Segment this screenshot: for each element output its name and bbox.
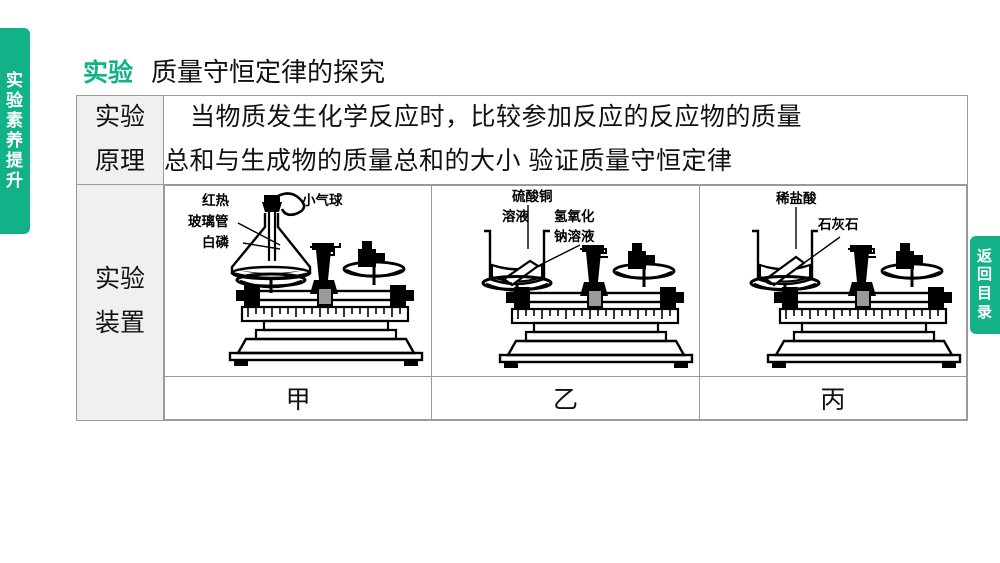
right-tab-char: 录 [976,303,993,321]
label-jia-2: 白磷 [202,234,229,250]
apparatus-inner-table: 红热 玻璃管 白磷 小气球 [163,184,968,420]
left-tab-char: 实 [6,70,24,90]
apparatus-cell-jia: 红热 玻璃管 白磷 小气球 [163,184,433,377]
label-bing-0: 稀盐酸 [776,190,817,206]
row-header-apparatus: 实验 装置 [76,183,164,421]
left-tab-char: 提 [6,151,24,171]
label-jia-1: 玻璃管 [188,213,229,229]
experiment-table: 实验 原理 当物质发生化学反应时，比较参加反应的反应物的质量 总和与生成物的质量… [76,95,968,421]
label-yi-3: 钠溶液 [554,228,595,244]
left-tab-char: 素 [6,110,24,130]
row-header-principle: 实验 原理 [76,95,164,185]
principle-line-1: 当物质发生化学反应时，比较参加反应的反应物的质量 [190,103,803,131]
return-to-contents-tab[interactable]: 返 回 目 录 [970,236,1000,334]
apparatus-diagram-jia: 红热 玻璃管 白磷 小气球 [188,192,424,366]
label-jia-3: 小气球 [302,192,343,208]
apparatus-caption-bing: 丙 [698,375,968,420]
label-jia-0: 红热 [202,192,229,208]
principle-content: 当物质发生化学反应时，比较参加反应的反应物的质量 总和与生成物的质量总和的大小 … [163,95,968,185]
label-yi-0: 硫酸铜 [512,188,553,204]
row-header-principle-line2: 原理 [94,146,145,175]
left-tab-char: 养 [6,131,24,150]
row-header-apparatus-line2: 装置 [94,309,145,337]
label-yi-2: 氢氧化 [554,208,595,224]
apparatus-grid: 红热 玻璃管 白磷 小气球 [163,183,968,421]
right-tab-char: 目 [976,285,993,302]
apparatus-figures-row: 红热 玻璃管 白磷 小气球 [163,184,968,377]
apparatus-captions-row: 甲 乙 丙 [163,375,968,420]
label-bing-1: 石灰石 [817,216,859,232]
apparatus-diagram-bing: 稀盐酸 石灰石 [749,190,962,368]
apparatus-caption-yi: 乙 [431,375,700,420]
apparatus-diagram-yi: 硫酸铜 溶液 氢氧化 钠溶液 [481,188,694,368]
apparatus-caption-jia: 甲 [163,375,433,420]
apparatus-cell-bing: 稀盐酸 石灰石 [698,184,968,377]
page-title: 实验 质量守恒定律的探究 [83,52,385,89]
label-yi-1: 溶液 [502,208,530,224]
table-row-principle: 实验 原理 当物质发生化学反应时，比较参加反应的反应物的质量 总和与生成物的质量… [76,95,968,185]
row-header-principle-line1: 实验 [94,103,145,131]
experiment-literacy-tab[interactable]: 实 验 素 养 提 升 [0,28,30,234]
left-tab-char: 升 [6,171,24,191]
row-header-apparatus-line1: 实验 [94,265,145,294]
left-tab-char: 验 [6,90,24,110]
right-tab-char: 回 [976,266,993,284]
apparatus-cell-yi: 硫酸铜 溶液 氢氧化 钠溶液 [431,184,700,377]
right-tab-char: 返 [976,247,993,265]
table-row-apparatus: 实验 装置 红热 玻璃管 白磷 小气球 [76,183,968,421]
page-title-text: 质量守恒定律的探究 [151,57,386,87]
page-title-tag: 实验 [83,59,134,87]
principle-line-2: 总和与生成物的质量总和的大小 验证质量守恒定律 [164,146,733,175]
